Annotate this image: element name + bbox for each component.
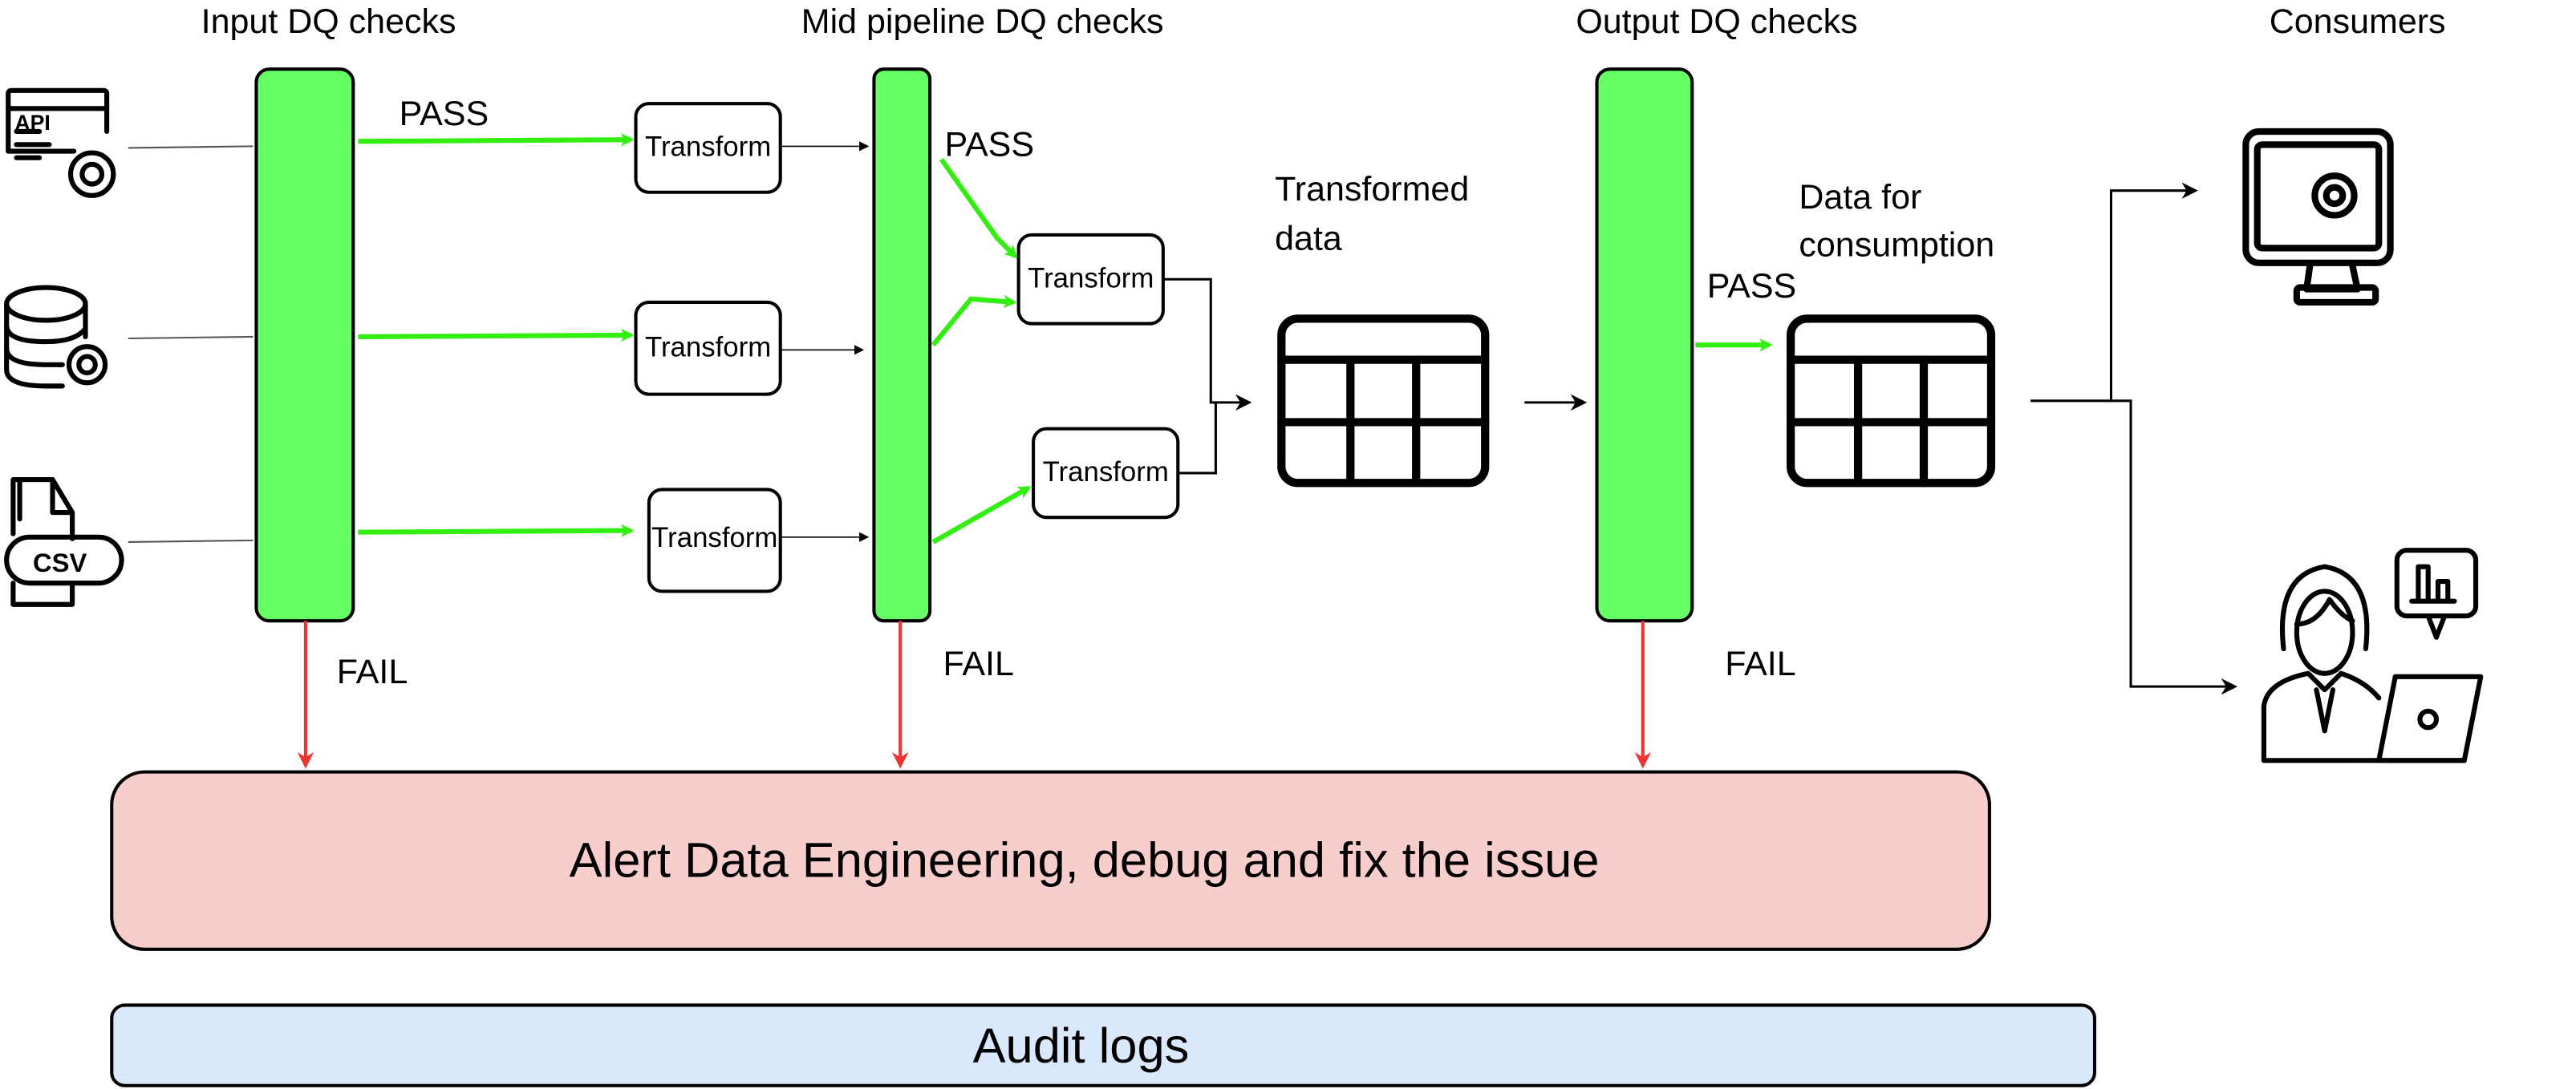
transform-box[interactable]: Transform <box>1016 233 1165 326</box>
pass-label-input: PASS <box>400 95 489 133</box>
source-connectors <box>128 145 254 543</box>
database-gear-icon <box>4 285 108 389</box>
fail-label-mid: FAIL <box>943 645 1013 683</box>
svg-text:Alert Data Engineering, debug: Alert Data Engineering, debug and fix th… <box>570 833 1600 889</box>
input-dq-check-bar[interactable] <box>254 67 355 623</box>
pass-arrows <box>358 133 1773 544</box>
transform-box[interactable]: Transform <box>634 300 782 396</box>
fail-label-input: FAIL <box>337 653 408 691</box>
fail-arrows <box>297 621 1652 769</box>
flow-connectors <box>780 141 2238 695</box>
header-output-dq: Output DQ checks <box>1576 2 1857 41</box>
svg-text:Transform: Transform <box>1028 263 1154 294</box>
alert-data-engineering-box[interactable]: Alert Data Engineering, debug and fix th… <box>110 770 1991 951</box>
csv-file-icon: CSV <box>4 477 124 607</box>
audit-logs-box[interactable]: Audit logs <box>110 1003 2097 1087</box>
transform-box[interactable]: Transform <box>647 488 782 593</box>
consumption-data-label: Data for <box>1799 178 1921 217</box>
svg-text:Transform: Transform <box>645 132 771 163</box>
transform-box[interactable]: Transform <box>634 102 782 194</box>
analyst-laptop-icon <box>2261 548 2484 763</box>
consumption-data-label-2: consumption <box>1799 226 1994 265</box>
pass-label-output: PASS <box>1707 267 1797 306</box>
transformed-data-label-2: data <box>1275 219 1342 257</box>
output-dq-check-bar[interactable] <box>1595 67 1694 623</box>
svg-text:Audit logs: Audit logs <box>973 1018 1190 1074</box>
svg-text:Transform: Transform <box>651 522 777 553</box>
header-mid-dq: Mid pipeline DQ checks <box>801 2 1164 41</box>
fail-label-output: FAIL <box>1725 645 1795 683</box>
api-gear-icon: API <box>6 87 116 198</box>
svg-text:Transform: Transform <box>1043 456 1169 488</box>
pass-label-mid: PASS <box>945 126 1035 164</box>
header-input-dq: Input DQ checks <box>201 2 456 41</box>
mid-dq-check-bar[interactable] <box>872 67 932 623</box>
svg-text:CSV: CSV <box>33 548 87 577</box>
header-consumers: Consumers <box>2270 2 2446 41</box>
svg-text:API: API <box>14 111 50 135</box>
transform-box[interactable]: Transform <box>1032 427 1180 520</box>
svg-text:Transform: Transform <box>645 332 771 363</box>
monitor-gear-icon <box>2242 128 2394 306</box>
transformed-data-table-icon <box>1277 314 1490 488</box>
consumption-data-table-icon <box>1787 314 1996 488</box>
transformed-data-label: Transformed <box>1275 170 1469 208</box>
